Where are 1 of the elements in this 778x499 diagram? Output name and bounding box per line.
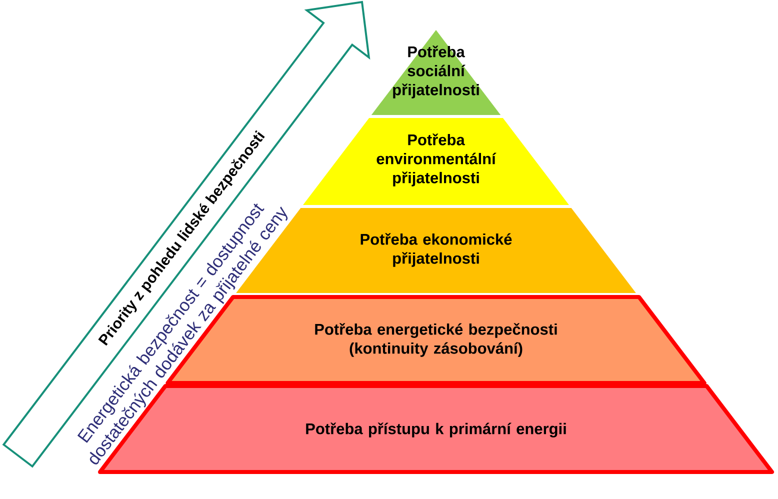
pyramid-level: Potřeba environmentální přijatelnosti	[302, 118, 570, 205]
